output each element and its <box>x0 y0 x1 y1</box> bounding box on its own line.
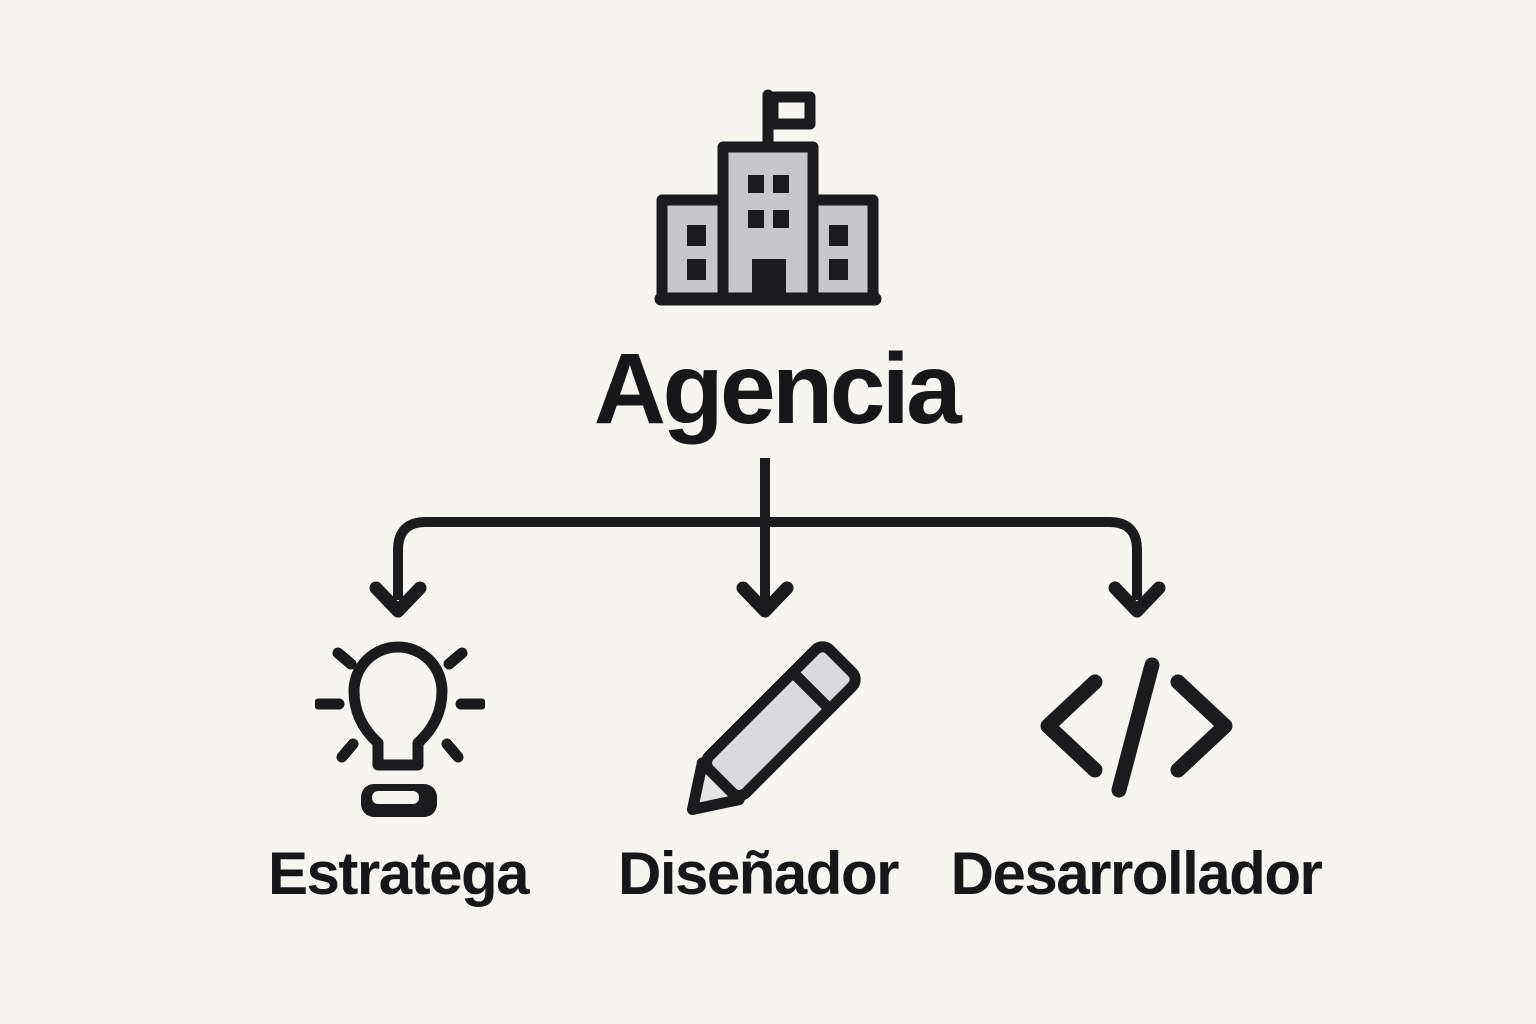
pencil-eraser-band <box>788 668 834 714</box>
bulb-outline <box>348 641 448 771</box>
connector-branch-line <box>393 517 1142 600</box>
arrowhead-right <box>1108 581 1166 618</box>
pencil-icon <box>686 641 861 816</box>
node-label-desarrollador: Desarrollador <box>950 840 1323 907</box>
bulb-rays <box>315 647 485 763</box>
arrowhead-left <box>369 581 427 618</box>
flag <box>767 91 816 130</box>
node-label-disenador: Diseñador <box>618 840 899 907</box>
code-right-bracket <box>1170 674 1233 778</box>
lightbulb-icon <box>315 641 485 817</box>
building-door <box>752 259 786 298</box>
arrowhead-center <box>736 581 794 618</box>
pencil-body <box>701 641 861 801</box>
code-icon <box>1040 657 1233 798</box>
node-label-estratega: Estratega <box>268 840 529 907</box>
code-left-bracket <box>1040 674 1103 778</box>
building-windows <box>687 175 848 298</box>
building-icon <box>654 89 882 306</box>
pencil-tip <box>686 757 745 816</box>
arrowheads <box>369 581 1166 618</box>
root-node-label: Agencia <box>593 333 962 445</box>
code-slash <box>1111 657 1160 798</box>
